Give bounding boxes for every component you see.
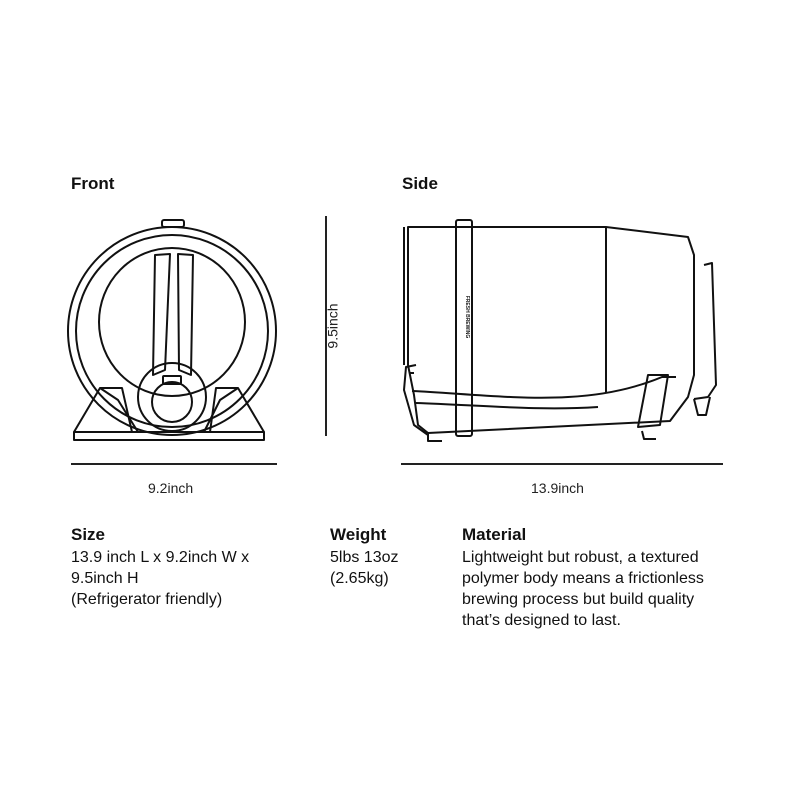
length-dimension-label: 13.9inch xyxy=(531,480,584,496)
front-view-drawing xyxy=(67,219,277,441)
size-heading: Size xyxy=(71,525,106,544)
height-dimension-label: 9.5inch xyxy=(324,303,341,349)
weight-line-2: (2.65kg) xyxy=(330,570,389,587)
size-spec: Size 13.9 inch L x 9.2inch W x 9.5inch H… xyxy=(71,525,249,610)
length-dimension-line xyxy=(401,463,723,465)
width-dimension-line xyxy=(71,463,277,465)
material-line-1: Lightweight but robust, a textured xyxy=(462,549,699,566)
size-line-1: 13.9 inch L x 9.2inch W x xyxy=(71,549,250,566)
side-band-text-container: FRESH BREWING xyxy=(460,290,474,350)
weight-heading: Weight xyxy=(330,525,387,544)
material-line-3: brewing process but build quality xyxy=(462,591,695,608)
size-line-3: (Refrigerator friendly) xyxy=(71,591,223,608)
weight-spec: Weight 5lbs 13oz (2.65kg) xyxy=(330,525,399,589)
material-line-4: that’s designed to last. xyxy=(462,612,621,629)
front-view-title: Front xyxy=(71,174,115,193)
weight-line-1: 5lbs 13oz xyxy=(330,549,399,566)
width-dimension-label: 9.2inch xyxy=(148,480,194,496)
height-dimension-line xyxy=(325,216,327,436)
material-line-2: polymer body means a frictionless xyxy=(462,570,704,587)
side-band-text: FRESH BREWING xyxy=(464,295,470,339)
material-heading: Material xyxy=(462,525,527,544)
side-view-drawing xyxy=(403,219,717,442)
size-line-2: 9.5inch H xyxy=(71,570,139,587)
side-view-title: Side xyxy=(402,174,438,193)
material-spec: Material Lightweight but robust, a textu… xyxy=(462,525,704,631)
